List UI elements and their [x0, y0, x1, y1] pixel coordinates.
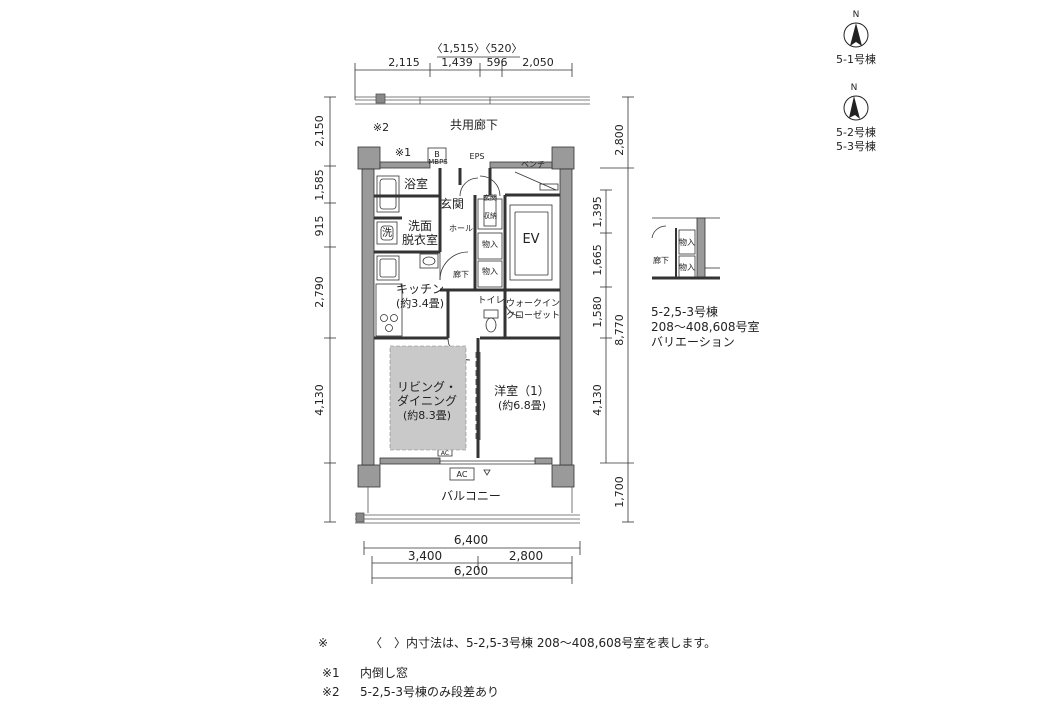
- variation-storage-a: 物入: [679, 237, 695, 247]
- dim-right-5: 4,130: [591, 384, 604, 416]
- living-dining-area: [389, 345, 467, 451]
- compass-n-1: N: [853, 10, 860, 20]
- variation-hallway: 廊下: [653, 255, 669, 265]
- room-western-1: 洋室（1）: [494, 383, 550, 398]
- dim-top-2: 1,439: [441, 56, 473, 69]
- room-walkin-1: ウォークイン: [506, 298, 560, 309]
- bottom-dimensions: [363, 541, 581, 584]
- footnote-3: ※2 5-2,5-3号棟のみ段差あり: [322, 683, 499, 700]
- variation-line-2: 208〜408,608号室: [651, 319, 760, 334]
- compass-label-2a: 5-2号棟: [836, 125, 876, 139]
- ac-label: AC: [457, 470, 468, 479]
- balcony-rail: [355, 487, 580, 524]
- room-balcony: バルコニー: [441, 489, 501, 503]
- dim-left-1: 2,150: [313, 115, 326, 147]
- room-entrance: 玄関: [440, 196, 464, 211]
- ac-small-label: AC: [441, 450, 449, 457]
- variation-storage-b: 物入: [679, 262, 695, 272]
- compass-icon: [843, 95, 869, 121]
- dim-left-3: 915: [313, 216, 326, 237]
- compass-5-1: [843, 22, 869, 48]
- dim-bottom-inner: 6,200: [454, 564, 488, 578]
- footnote-1: ※ 〈 〉内寸法は、5-2,5-3号棟 208〜408,608号室を表します。: [318, 634, 716, 651]
- shoe-storage-a: 玄関: [483, 193, 497, 202]
- room-walkin-2: クローゼット: [506, 309, 560, 321]
- dim-right-3: 1,665: [591, 244, 604, 276]
- room-toilet: トイレ: [477, 296, 504, 306]
- footnote-text: 内倒し窓: [360, 666, 409, 680]
- eps-label: EPS: [470, 152, 485, 161]
- footnote-text: 〈 〉内寸法は、5-2,5-3号棟 208〜408,608号室を表します。: [370, 636, 717, 650]
- room-corridor: 共用廊下: [450, 117, 498, 132]
- dim-right-1: 2,800: [613, 124, 626, 156]
- bench-label: ベンチ: [521, 160, 545, 169]
- dim-top-paren: 〈1,515〉〈520〉: [432, 42, 523, 55]
- compass-n-2: N: [851, 83, 858, 93]
- mbps-label: MBPS: [428, 158, 448, 166]
- room-ev: EV: [522, 232, 539, 247]
- shoe-storage-b: 収納: [483, 211, 497, 220]
- variation-detail: [651, 217, 720, 280]
- room-kitchen-size: (約3.4畳): [396, 296, 444, 310]
- dim-left-4: 2,790: [313, 276, 326, 308]
- room-hallway: 廊下: [453, 269, 469, 279]
- storage-b: 物入: [482, 266, 498, 276]
- note-mark-1: ※1: [395, 146, 411, 159]
- dim-bottom-1: 3,400: [408, 549, 442, 563]
- walls: [357, 146, 575, 488]
- dim-right-4: 1,580: [591, 296, 604, 328]
- variation-line-3: バリエーション: [651, 335, 735, 349]
- right-dimensions: [600, 96, 634, 523]
- footnote-mark: ※1: [322, 666, 340, 680]
- room-ld-1: リビング・: [397, 380, 457, 394]
- room-western-size: (約6.8畳): [498, 398, 546, 412]
- room-washroom-2: 脱衣室: [402, 232, 438, 247]
- interior-walls: [374, 168, 560, 458]
- dim-left-2: 1,585: [313, 169, 326, 201]
- mbps-b-label: B: [434, 150, 440, 159]
- dim-right-2: 1,395: [591, 196, 604, 228]
- variation-line-1: 5-2,5-3号棟: [651, 304, 718, 319]
- top-dimensions: [354, 56, 573, 100]
- footnote-2: ※1 内倒し窓: [322, 664, 408, 681]
- storage-a: 物入: [482, 239, 498, 249]
- room-washroom-1: 洗面: [408, 219, 432, 233]
- corridor-handrail: [355, 93, 590, 105]
- room-ld-2: ダイニング: [397, 393, 457, 408]
- dim-top-1: 2,115: [388, 56, 420, 69]
- dim-left-5: 4,130: [313, 384, 326, 416]
- room-kitchen: キッチン: [396, 282, 444, 296]
- room-ld-size: (約8.3畳): [403, 408, 451, 422]
- compass-label-2b: 5-3号棟: [836, 139, 876, 153]
- dim-left-6: 1,700: [613, 476, 626, 508]
- dim-top-4: 2,050: [522, 56, 554, 69]
- dim-top-3: 596: [487, 56, 508, 69]
- room-bath: 浴室: [404, 176, 428, 191]
- note-mark-2: ※2: [373, 121, 389, 134]
- compass-label-1: 5-1号棟: [836, 52, 876, 66]
- dim-bottom-outer: 6,400: [454, 533, 488, 547]
- compass-5-2: [843, 95, 869, 121]
- dim-right-total: 8,770: [613, 314, 626, 346]
- wash-label: 洗: [382, 227, 392, 239]
- footnote-mark: ※2: [322, 685, 340, 699]
- footnote-mark: ※: [318, 636, 329, 650]
- footnote-text: 5-2,5-3号棟のみ段差あり: [360, 685, 500, 699]
- fixtures: [375, 147, 559, 481]
- left-dimensions: [324, 96, 336, 523]
- room-hall: ホール: [449, 224, 473, 233]
- dim-bottom-2: 2,800: [509, 549, 543, 563]
